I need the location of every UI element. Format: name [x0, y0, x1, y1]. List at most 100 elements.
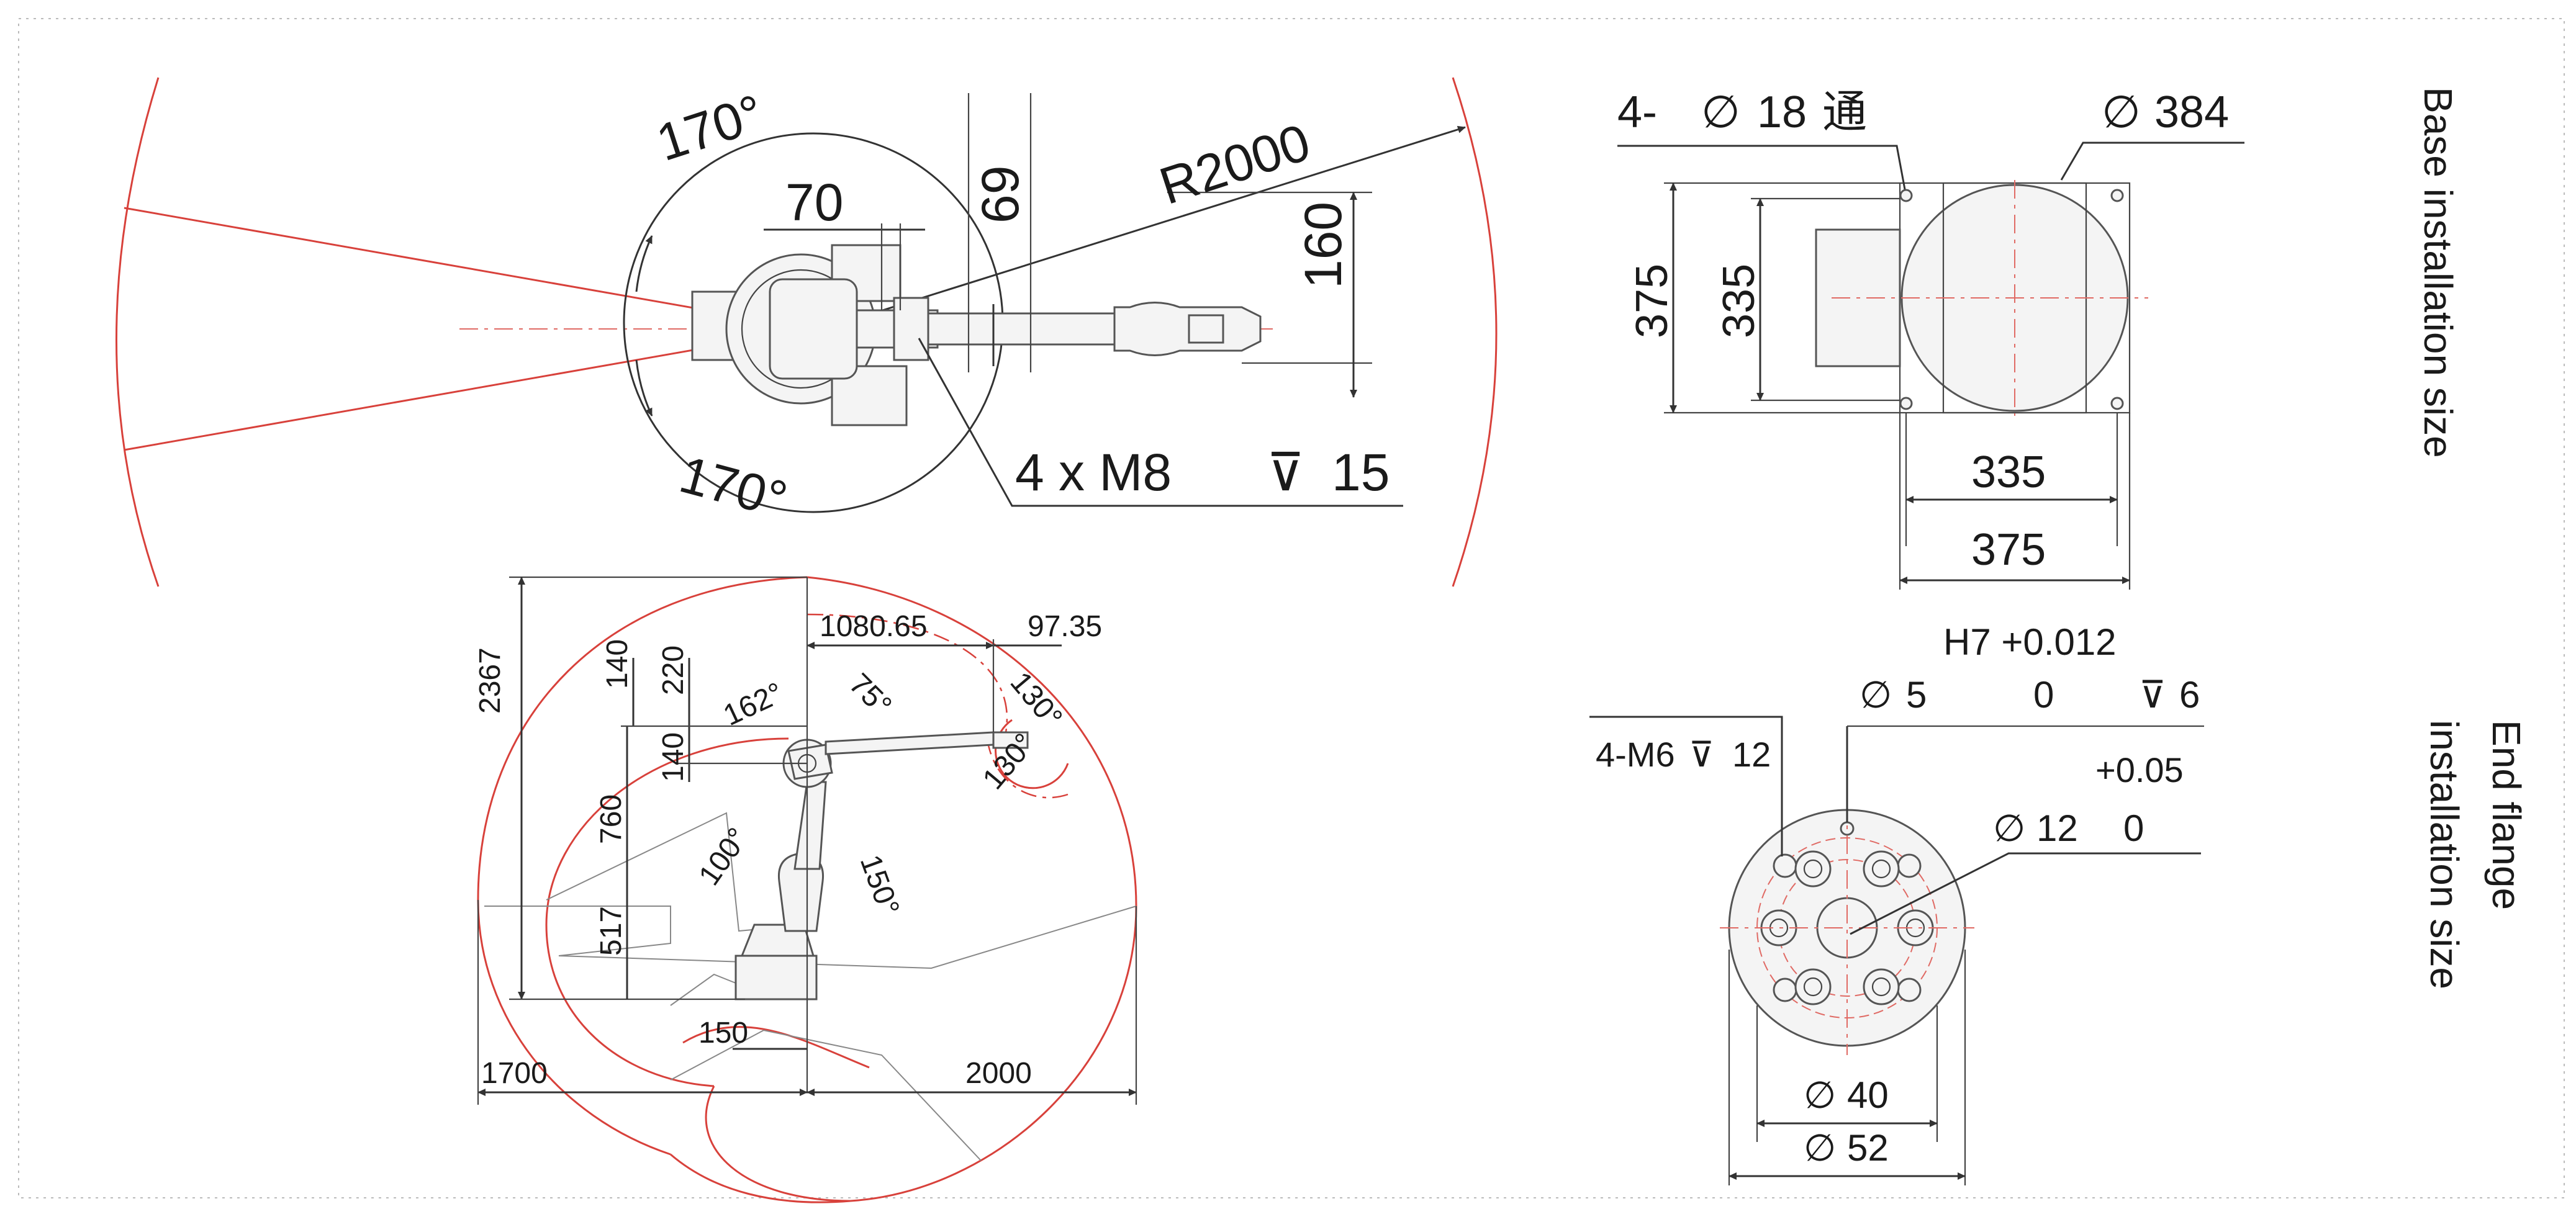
thread-leader [1589, 716, 1783, 856]
envelope-outer-bottom [670, 1153, 851, 1203]
flange-thread-tr [1897, 853, 1922, 878]
bore-leader [1850, 852, 2201, 935]
flange-bolt-6-inner [1871, 977, 1891, 997]
dim-140-mid-label: 140 [657, 732, 690, 782]
flange-bore-tol: +0.05 [2095, 750, 2184, 789]
outer-dia-leader [2060, 142, 2244, 181]
envelope-inner-left [545, 737, 789, 1087]
base-hole-bl [1899, 397, 1913, 410]
flange-bore-dia: 12 [2036, 807, 2078, 849]
dim-70-label: 70 [785, 173, 843, 231]
flange-bolt-6 [1863, 968, 1900, 1005]
flange-bolt-2 [1863, 850, 1900, 888]
dim-140-top-label: 140 [601, 639, 634, 689]
flange-bore-tol-zero: 0 [2123, 807, 2144, 849]
base-hole-dia: 18 [1757, 88, 1807, 137]
flange-bolt-1 [1794, 850, 1832, 888]
base-outer-dia-symbol: ∅ [2102, 88, 2141, 137]
base-section-title: Base installation size [2416, 87, 2461, 458]
dim-160-label: 160 [1294, 202, 1352, 289]
flange-title-line1: End flange [2484, 720, 2529, 910]
dim-517-label: 517 [595, 906, 628, 956]
flange-bore-dia-symbol: ∅ [1993, 807, 2025, 849]
dim-150-label: 150 [698, 1017, 748, 1049]
wrist-top [1113, 302, 1262, 356]
dim-1080-label: 1080.65 [820, 610, 928, 643]
flange-thread-bl [1773, 978, 1797, 1002]
base-side [734, 955, 818, 1000]
flange-bolt-5 [1794, 968, 1832, 1005]
flange-inner-dia: 40 [1847, 1074, 1889, 1116]
angle-label-lower: 170° [674, 445, 793, 529]
flange-threads-label: 4-M6 [1596, 735, 1675, 774]
dim-2000-label: 2000 [965, 1057, 1032, 1090]
page-border [18, 18, 2565, 1198]
motor-housing-top [831, 244, 902, 302]
side-view: 2367 140 220 140 760 517 1080.65 97.35 1… [474, 576, 1137, 1203]
forearm-top [927, 312, 1116, 346]
depth-symbol: ⊽ [1267, 443, 1304, 501]
dim-375-h-label: 375 [1971, 525, 2046, 575]
angle-arrow-upper [635, 235, 653, 292]
dim-760-label: 760 [595, 794, 628, 844]
flange-pin-tol-zero: 0 [2033, 674, 2054, 716]
dim-335-v-label: 335 [1714, 264, 1764, 338]
dim-375-v-label: 375 [1627, 264, 1677, 338]
depth-label: 15 [1332, 443, 1390, 501]
flange-outer-dia-symbol: ∅ [1804, 1127, 1836, 1169]
flange-top [1188, 314, 1224, 344]
shoulder-top [769, 278, 858, 380]
limit-line-3 [670, 1029, 982, 1161]
angle-label-upper: 170° [650, 83, 771, 172]
flange-bolt-2-inner [1871, 859, 1891, 879]
angle-162-label: 162° [718, 676, 788, 732]
flange-threads-depth-symbol: ⊽ [1689, 735, 1714, 774]
angle-75-label: 75° [843, 667, 898, 722]
base-installation: 4- ∅ 18 通 ∅ 384 375 335 335 375 Base ins… [1617, 87, 2461, 590]
mount-holes-label: 4 x M8 [1015, 443, 1172, 501]
end-flange: H7 +0.012 ∅ 5 0 ⊽ 6 4-M6 ⊽ 12 +0.05 ∅ 12… [1589, 621, 2529, 1185]
envelope-dashed [807, 613, 1008, 733]
base-hole-through: 通 [1822, 88, 1867, 137]
flange-bolt-1-inner [1803, 859, 1823, 879]
flange-outer-dia: 52 [1847, 1127, 1889, 1169]
limit-line-2 [546, 812, 808, 932]
flange-thread-br [1897, 978, 1922, 1002]
dim-97-label: 97.35 [1028, 610, 1102, 643]
limit-line-1 [484, 906, 1137, 969]
angle-150-label: 150° [854, 851, 906, 920]
envelope-outer-right [807, 576, 1137, 1202]
hole-leader [1617, 145, 1906, 190]
envelope-inner-sweep [705, 1085, 851, 1202]
lower-arm-side [793, 781, 827, 870]
elbow-top [893, 297, 929, 361]
flange-pin-depth-symbol: ⊽ [2139, 674, 2166, 716]
flange-thread-tl [1773, 853, 1797, 878]
envelope-arc-left [115, 77, 160, 587]
top-view: 170° 170° R2000 70 69 160 4 x M8 ⊽ 15 [115, 77, 1498, 587]
flange-threads-depth: 12 [1732, 735, 1771, 774]
limit-line-4 [670, 973, 746, 1006]
dim-1700-label: 1700 [481, 1057, 548, 1090]
flange-bolt-5-inner [1803, 977, 1823, 997]
flange-inner-dia-symbol: ∅ [1804, 1074, 1836, 1116]
flange-pin-dia: 5 [1906, 674, 1927, 716]
wrist-arc-dashed [986, 738, 1069, 799]
base-outer-dia: 384 [2154, 88, 2229, 137]
flange-title-line2: installation size [2422, 720, 2467, 989]
forearm-side [825, 731, 995, 755]
mount-hole-leader [918, 338, 1403, 507]
dim-220-label: 220 [657, 645, 690, 695]
base-holes-label: 4- [1617, 88, 1657, 137]
flange-pin-dia-symbol: ∅ [1860, 674, 1892, 716]
base-hole-dia-symbol: ∅ [1701, 88, 1740, 137]
flange-tolerance-label: H7 +0.012 [1943, 621, 2117, 663]
wrist-side [992, 731, 1029, 749]
base-hole-tr [2110, 189, 2124, 202]
dim-2367-label: 2367 [474, 647, 507, 714]
angle-130-upper-label: 130° [1004, 666, 1069, 734]
flange-pin-depth: 6 [2179, 674, 2200, 716]
envelope-inner-bottom [682, 1026, 870, 1069]
